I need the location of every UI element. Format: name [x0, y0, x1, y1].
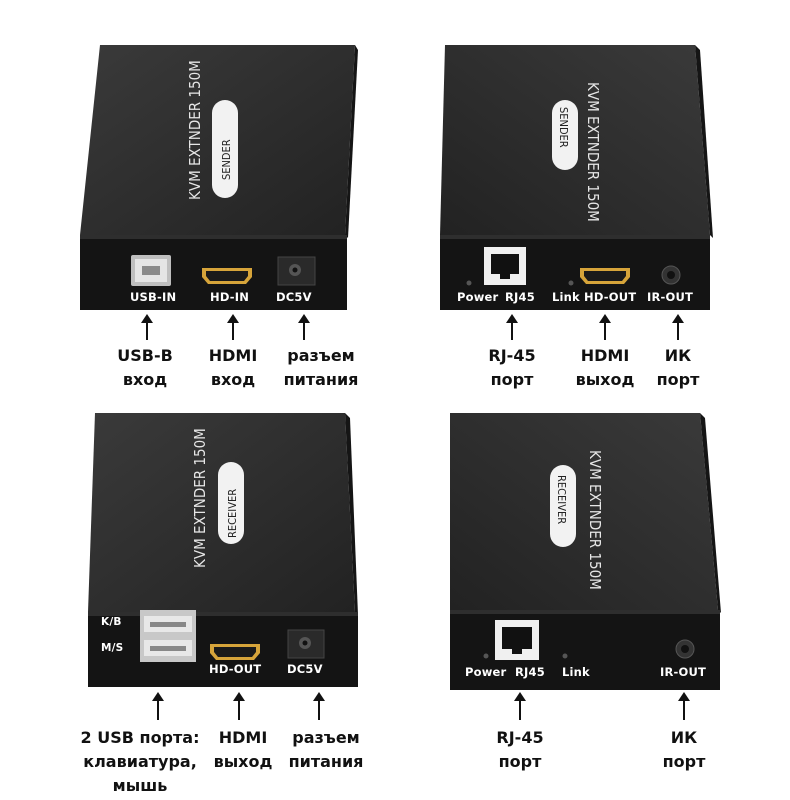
svg-text:RECEIVER: RECEIVER: [555, 475, 568, 524]
hd-in-label: HD-IN: [210, 290, 250, 304]
dc5v-label: DC5V: [276, 290, 312, 304]
arrow-rj45: [514, 692, 526, 720]
usb-in-label: USB-IN: [130, 290, 177, 304]
kb-label: K/B: [101, 616, 122, 628]
sender-back-panel: KVM EXTNDER 150M SENDER Power RJ45 Link …: [395, 0, 790, 400]
sender-front-panel: KVM EXTNDER 150M SENDER USB-IN HD-IN DC5…: [0, 0, 395, 400]
arrow-hdmi-in: [227, 314, 239, 340]
arrow-power: [313, 692, 325, 720]
arrow-ir: [672, 314, 684, 340]
receiver-back-device-image: KVM EXTNDER 150M RECEIVER: [450, 413, 721, 690]
arrow-hdmi-out: [599, 314, 611, 340]
svg-text:RECEIVER: RECEIVER: [226, 489, 239, 538]
caption-usb-ports: 2 USB порта:клавиатура,мышь: [80, 728, 200, 795]
hd-out-label: HD-OUT: [584, 290, 637, 304]
receiver-back-panel: KVM EXTNDER 150M RECEIVER Power RJ45 Lin…: [395, 400, 790, 800]
arrow-usb-b: [141, 314, 153, 340]
hd-out-label: HD-OUT: [209, 662, 262, 676]
ir-out-label: IR-OUT: [647, 290, 694, 304]
svg-text:SENDER: SENDER: [557, 107, 570, 148]
ms-label: M/S: [101, 642, 124, 654]
sender-front-device-image: KVM EXTNDER 150M SENDER: [80, 45, 358, 310]
svg-text:KVM EXTNDER 150M: KVM EXTNDER 150M: [584, 82, 602, 222]
rj45-label: RJ45: [505, 290, 535, 304]
receiver-front-device-image: KVM EXTNDER 150M RECEIVER: [88, 413, 358, 687]
arrow-rj45: [506, 314, 518, 340]
power-label: Power: [457, 290, 499, 304]
svg-text:KVM EXTNDER 150M: KVM EXTNDER 150M: [191, 428, 209, 568]
power-label: Power: [465, 665, 507, 679]
link-label: Link: [562, 665, 590, 679]
dc5v-label: DC5V: [287, 662, 323, 676]
arrow-power: [298, 314, 310, 340]
arrow-hdmi-out: [233, 692, 245, 720]
ir-out-label: IR-OUT: [660, 665, 707, 679]
rj45-label: RJ45: [515, 665, 545, 679]
link-label: Link: [552, 290, 580, 304]
svg-text:KVM EXTNDER 150M: KVM EXTNDER 150M: [186, 60, 204, 200]
arrow-usb-ports: [152, 692, 164, 720]
receiver-front-panel: KVM EXTNDER 150M RECEIVER K/B M/S HD-OUT…: [0, 400, 395, 800]
svg-text:SENDER: SENDER: [220, 139, 233, 180]
arrow-ir: [678, 692, 690, 720]
sender-back-device-image: KVM EXTNDER 150M SENDER: [440, 45, 713, 310]
svg-text:KVM EXTNDER 150M: KVM EXTNDER 150M: [586, 450, 604, 590]
